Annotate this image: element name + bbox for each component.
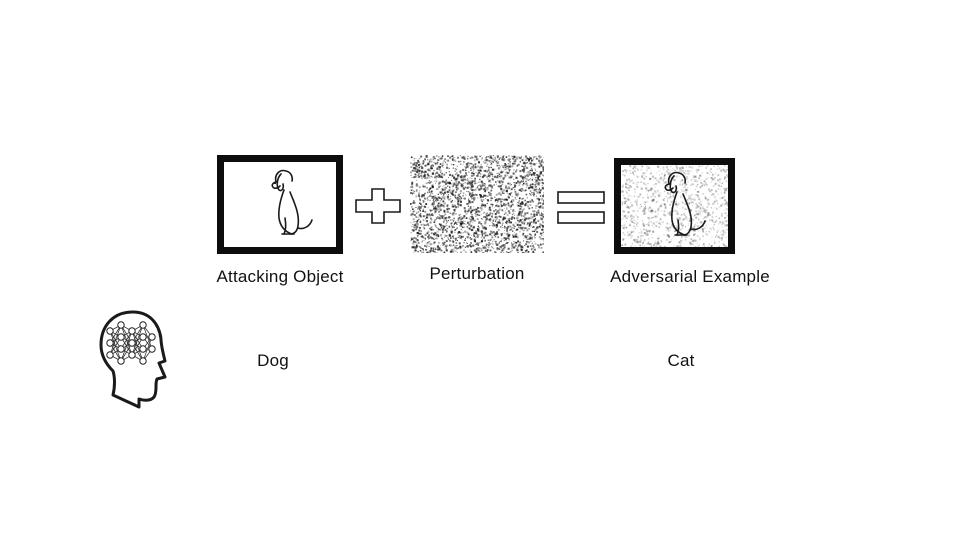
attacking-object-label: Attacking Object — [216, 267, 344, 286]
perturbation-noise — [410, 155, 544, 253]
nn-node — [106, 339, 114, 347]
attacking-object-frame — [217, 155, 343, 254]
nn-node — [148, 345, 156, 353]
nn-node — [117, 321, 125, 329]
nn-node — [139, 345, 147, 353]
nn-node — [117, 345, 125, 353]
nn-edge — [142, 336, 153, 362]
nn-node — [148, 333, 156, 341]
nn-node — [106, 351, 114, 359]
nn-node — [117, 357, 125, 365]
nn-edge — [109, 324, 122, 356]
neural-network-head-icon — [99, 310, 167, 409]
nn-node — [139, 321, 147, 329]
plus-sign-icon — [355, 188, 401, 224]
nn-node — [128, 351, 136, 359]
noise-speckles — [621, 165, 728, 247]
dog-icon — [271, 169, 313, 235]
noise-speckles — [410, 155, 544, 253]
nn-node — [106, 327, 114, 335]
prediction-adversarial: Cat — [667, 351, 695, 370]
nn-node — [128, 327, 136, 335]
noisy-dog-icon — [621, 165, 728, 247]
nn-edge — [120, 330, 133, 362]
nn-node — [128, 339, 136, 347]
nn-node — [139, 357, 147, 365]
adversarial-example-label: Adversarial Example — [610, 267, 770, 286]
nn-node — [117, 333, 125, 341]
nn-edge — [131, 324, 144, 356]
prediction-original: Dog — [257, 351, 289, 370]
perturbation-label: Perturbation — [429, 264, 525, 283]
equals-sign-icon — [557, 191, 605, 224]
nn-node — [139, 333, 147, 341]
adversarial-example-frame — [614, 158, 735, 254]
